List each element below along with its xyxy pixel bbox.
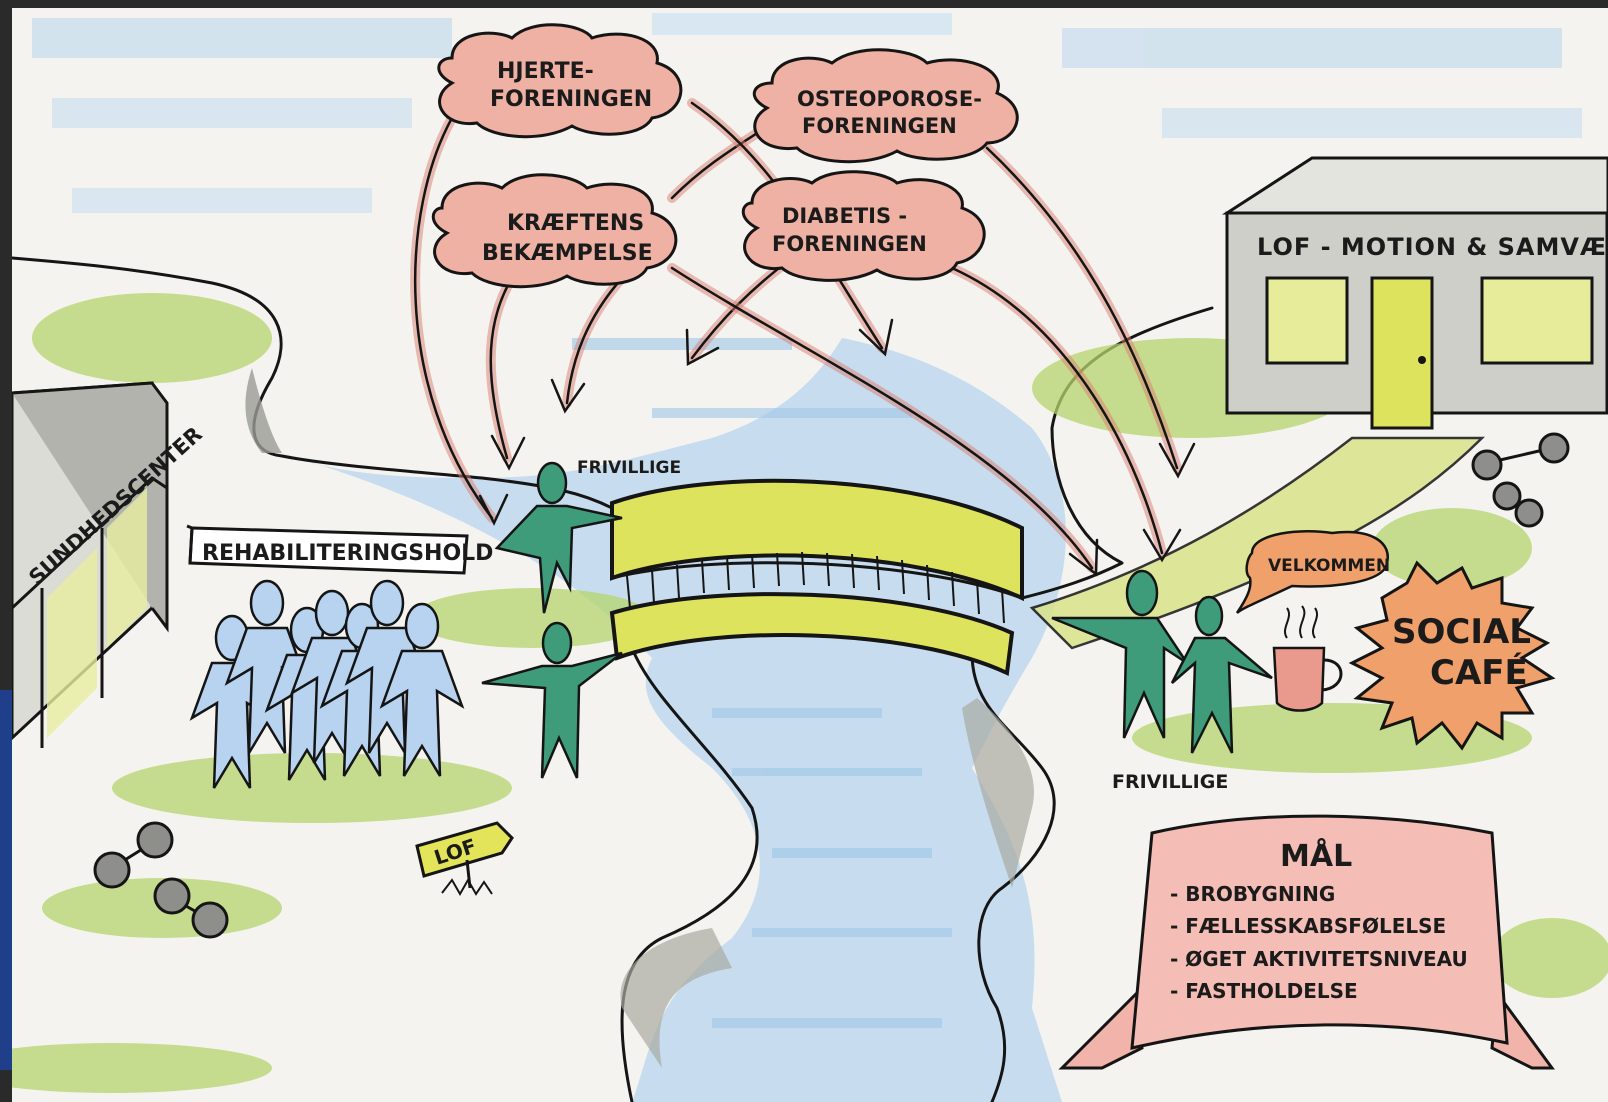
goal-item-1: - BROBYGNING	[1170, 882, 1335, 906]
cloud-kraeftens-line2: BEKÆMPELSE	[482, 241, 653, 266]
welcome-bubble: VELKOMMEN	[1235, 529, 1390, 614]
cloud-hjerte: HJERTE- FORENINGEN	[437, 23, 683, 139]
coffee-mug-icon	[1272, 605, 1343, 712]
goal-item-3: - ØGET AKTIVITETSNIVEAU	[1170, 947, 1468, 971]
goals-title: MÅL	[1280, 837, 1352, 874]
rehab-group	[189, 579, 465, 789]
bridge	[609, 478, 1024, 676]
drawing-paper: LOF - MOTION & SAMVÆR SUNDHEDSCENTER REH…	[12, 8, 1608, 1102]
goals-banner: MÅL - BROBYGNING - FÆLLESSKABSFØLELSE - …	[1058, 814, 1555, 1070]
dumbbells-right	[1471, 432, 1570, 528]
river-streaks	[572, 338, 952, 1028]
welcome-bubble-text: VELKOMMEN	[1268, 556, 1390, 576]
lof-signpost: LOF	[415, 821, 514, 897]
dumbbells-left	[93, 821, 229, 939]
cloud-kraeftens-line1: KRÆFTENS	[507, 211, 644, 236]
rehab-sign: REHABILITERINGSHOLD	[186, 524, 493, 575]
social-cafe-badge: SOCIAL CAFÉ	[1348, 560, 1556, 751]
right-bank	[970, 651, 1056, 1102]
goal-item-4: - FASTHOLDELSE	[1170, 979, 1358, 1003]
cloud-osteoporose-line1: OSTEOPOROSE-	[797, 87, 982, 111]
volunteers-bottom-label: FRIVILLIGE	[1112, 771, 1228, 793]
rehab-sign-label: REHABILITERINGSHOLD	[202, 541, 493, 566]
cloud-kraeftens: KRÆFTENS BEKÆMPELSE	[431, 173, 678, 289]
goal-item-2: - FÆLLESSKABSFØLELSE	[1170, 914, 1446, 938]
sky-streaks	[32, 13, 1582, 213]
social-cafe-line1: SOCIAL	[1392, 612, 1531, 652]
lof-building: LOF - MOTION & SAMVÆR	[1221, 156, 1608, 430]
volunteers-right	[1051, 569, 1273, 754]
volunteers-top-label: FRIVILLIGE	[577, 458, 681, 478]
building-label: LOF - MOTION & SAMVÆR	[1257, 233, 1608, 261]
bridge-railing	[626, 551, 1005, 624]
cliff-top-left	[245, 368, 282, 453]
cloud-diabetis-line2: FORENINGEN	[772, 232, 927, 256]
cliff-right	[962, 698, 1034, 888]
cloud-osteoporose: OSTEOPOROSE- FORENINGEN	[753, 48, 1019, 164]
cloud-diabetis-line1: DIABETIS -	[782, 204, 907, 228]
cloud-hjerte-line2: FORENINGEN	[490, 87, 652, 112]
illustration-canvas: LOF - MOTION & SAMVÆR SUNDHEDSCENTER REH…	[12, 13, 1608, 1102]
social-cafe-line2: CAFÉ	[1430, 652, 1528, 693]
cloud-osteoporose-line2: FORENINGEN	[802, 114, 957, 138]
health-center-building: SUNDHEDSCENTER	[12, 381, 207, 748]
cliff-left	[620, 928, 732, 1068]
cloud-diabetis: DIABETIS - FORENINGEN	[741, 170, 986, 282]
cloud-hjerte-line1: HJERTE-	[497, 59, 594, 84]
volunteers-left	[481, 461, 623, 779]
